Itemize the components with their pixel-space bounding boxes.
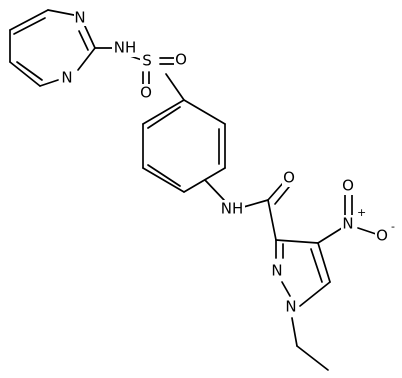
- bond-carbonyl-o-2: [274, 186, 290, 205]
- atom-label-pyrimidine-n1: N: [74, 9, 86, 27]
- svg-text:N: N: [271, 262, 282, 280]
- bond-n1-ethyl-2: [296, 345, 329, 371]
- svg-text:O: O: [342, 177, 354, 195]
- svg-text:NH: NH: [114, 39, 137, 57]
- atom-label-sulfonyl-o-right: O: [174, 51, 188, 69]
- bond-nitro-o-right: [357, 227, 377, 235]
- atom-label-amide-nh: NH: [219, 200, 245, 218]
- svg-text:N: N: [285, 298, 296, 316]
- atom-label-nitro-n: N +: [341, 206, 366, 233]
- svg-text:O: O: [283, 169, 295, 187]
- bond-n1-ethyl-1: [291, 317, 298, 347]
- svg-text:O: O: [175, 51, 187, 69]
- atom-label-carbonyl-o: O: [282, 169, 296, 187]
- benzene-ring: [142, 99, 226, 193]
- sulfonyl-oxygens-bonds: [142, 57, 175, 85]
- svg-text:N: N: [61, 69, 72, 87]
- bond-pyrazole-nitro: [317, 227, 343, 244]
- svg-text:S: S: [142, 52, 152, 70]
- nitro-o-charge: -: [391, 220, 395, 233]
- svg-text:N: N: [74, 9, 85, 27]
- bond-benzene-nh: [204, 179, 225, 201]
- atom-label-pyrimidine-n2: N: [60, 69, 73, 87]
- atom-label-nitro-o-right: O -: [375, 220, 395, 245]
- pyrimidine-ring: [9, 9, 96, 87]
- nitro-n-charge: +: [357, 206, 366, 219]
- svg-text:O: O: [140, 84, 152, 102]
- atom-label-nitro-o-top: O: [341, 177, 355, 195]
- svg-text:O: O: [376, 227, 388, 245]
- pyrazole-ring: [275, 239, 331, 307]
- bond-carbonyl-o-1: [267, 182, 284, 201]
- atom-label-sulfonyl-o-bottom: O: [139, 84, 153, 102]
- atom-label-pyrazole-n1: N: [284, 298, 298, 316]
- atom-label-sulfur: S: [140, 52, 154, 70]
- atom-label-sulfonamide-nh: NH: [112, 39, 138, 57]
- bond-sulfur-benzene: [165, 73, 185, 101]
- bond-carbonyl-pyrazole: [267, 199, 277, 241]
- atom-label-pyrazole-n2: N: [270, 262, 284, 280]
- svg-text:NH: NH: [221, 200, 244, 218]
- svg-text:N: N: [342, 215, 353, 233]
